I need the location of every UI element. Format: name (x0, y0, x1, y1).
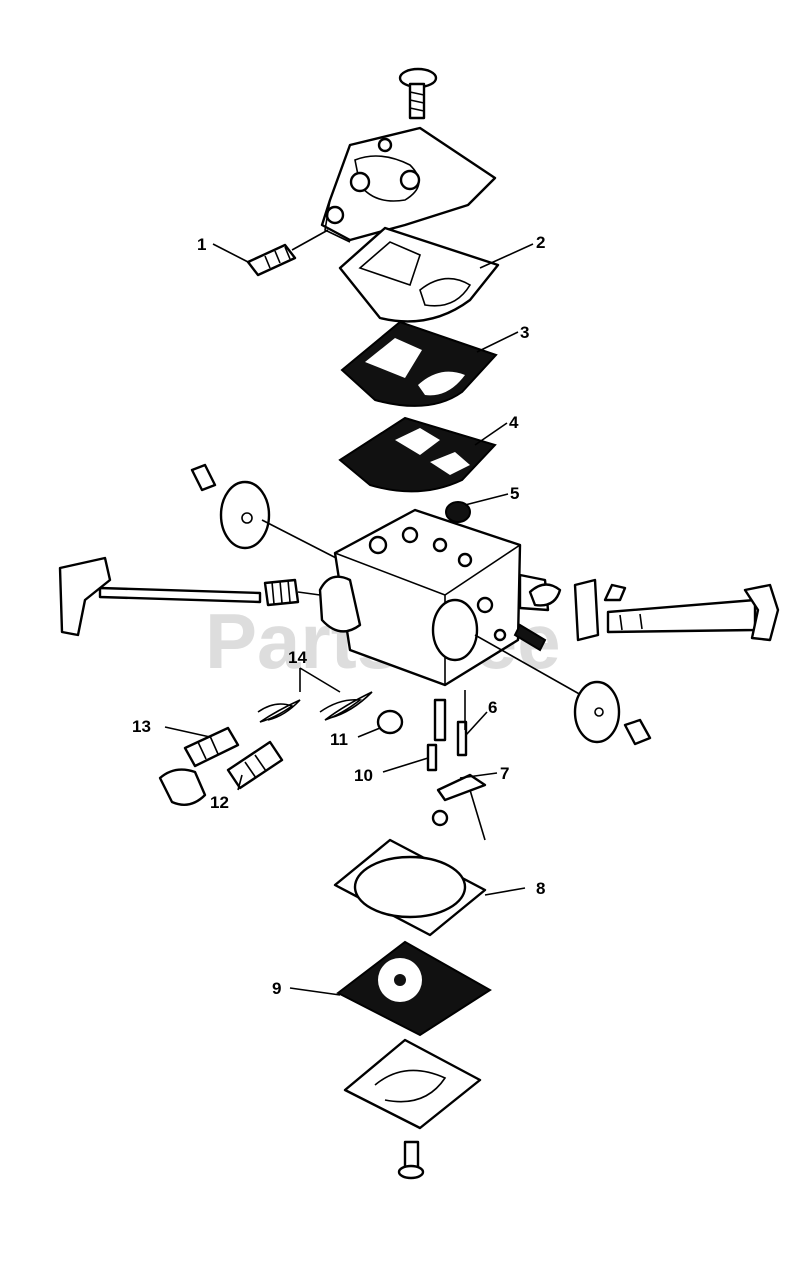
throttle-plate-right (573, 680, 621, 744)
part-11-plug (376, 709, 404, 735)
bottom-screw (397, 1140, 425, 1180)
callout-4: 4 (509, 413, 519, 432)
callout-10: 10 (354, 766, 373, 785)
part-2-gasket (338, 226, 500, 323)
callout-11: 11 (330, 730, 348, 749)
top-screw (398, 67, 438, 120)
part-6-pin (456, 720, 468, 757)
right-small-part (513, 623, 547, 652)
callout-3: 3 (520, 323, 529, 342)
part-4-diaphragm (338, 416, 497, 493)
part-10-needle (426, 698, 447, 772)
callout-14: 14 (288, 648, 307, 667)
callout-13: 13 (132, 717, 151, 736)
callout-2: 2 (536, 233, 545, 252)
callout-8: 8 (536, 879, 545, 898)
throttle-shaft-right (528, 578, 780, 642)
callout-9: 9 (272, 979, 281, 998)
part-8-gasket (333, 838, 487, 937)
right-screw (623, 718, 652, 746)
callout-1: 1 (197, 235, 206, 254)
callout-12: 12 (210, 793, 229, 812)
callout-7: 7 (500, 764, 509, 783)
callout-5: 5 (510, 484, 519, 503)
bottom-cover (343, 1038, 482, 1130)
pump-cover (320, 126, 497, 243)
part-13-screw (183, 726, 240, 768)
part-9-diaphragm (314, 940, 492, 1037)
part-14-springs (257, 691, 373, 723)
left-screw (190, 463, 217, 492)
part-3-diaphragm (340, 320, 498, 407)
part-1-fitting (246, 243, 297, 277)
part-12-screw (226, 740, 284, 790)
cap (158, 768, 207, 806)
throttle-plate-left (219, 480, 271, 550)
part-5-plug (445, 501, 471, 523)
callout-6: 6 (488, 698, 497, 717)
part-7-lever (431, 773, 487, 841)
choke-shaft-left (58, 556, 300, 637)
